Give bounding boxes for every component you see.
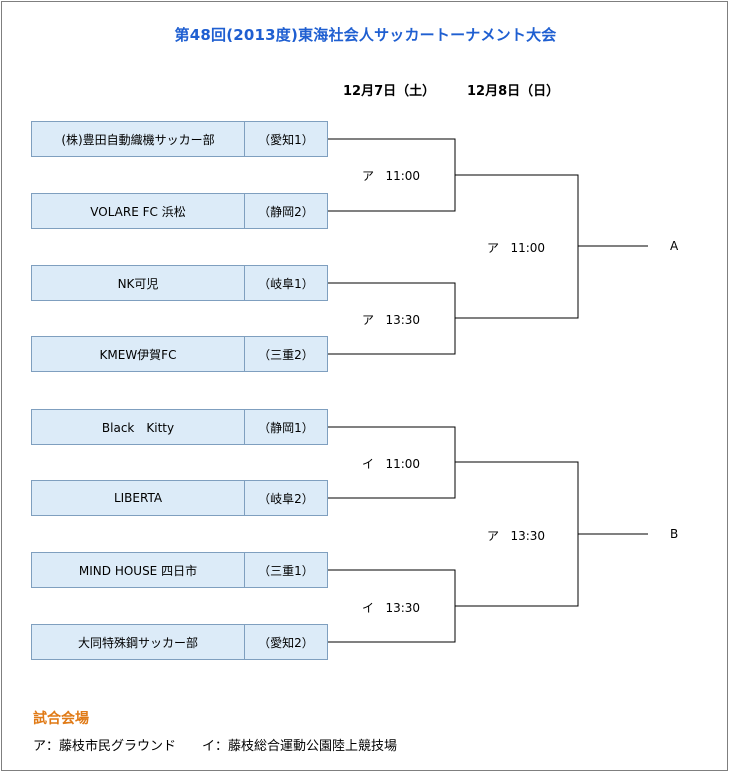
match-time: 13:30	[510, 529, 546, 543]
team-row: VOLARE FC 浜松 （静岡2）	[31, 193, 328, 229]
team-prefecture: （静岡2）	[258, 204, 314, 219]
match-venue: イ	[362, 457, 375, 471]
match-venue: ア	[362, 169, 375, 183]
match-time: 11:00	[385, 169, 421, 183]
team-name: LIBERTA	[32, 481, 245, 515]
team-prefecture: （三重2）	[258, 347, 314, 362]
match-label-r1-4: イ 13:30	[362, 599, 420, 616]
team-row: NK可児 （岐阜1）	[31, 265, 328, 301]
match-label-r1-2: ア 13:30	[362, 311, 420, 328]
match-label-r2-2: ア 13:30	[487, 527, 545, 544]
team-name: VOLARE FC 浜松	[32, 194, 245, 228]
match-time: 13:30	[385, 313, 421, 327]
venue-list: ア：藤枝市民グラウンド イ：藤枝総合運動公園陸上競技場	[33, 735, 397, 754]
team-row: KMEW伊賀FC （三重2）	[31, 336, 328, 372]
match-time: 11:00	[385, 457, 421, 471]
team-prefecture: （岐阜1）	[258, 276, 314, 291]
team-row: 大同特殊鋼サッカー部 （愛知2）	[31, 624, 328, 660]
match-label-r2-1: ア 11:00	[487, 239, 545, 256]
team-prefecture: （静岡1）	[258, 420, 314, 435]
team-prefecture: （岐阜2）	[258, 491, 314, 506]
team-row: MIND HOUSE 四日市 （三重1）	[31, 552, 328, 588]
match-label-r1-1: ア 11:00	[362, 167, 420, 184]
match-label-r1-3: イ 11:00	[362, 455, 420, 472]
bracket-result-a: A	[670, 239, 679, 253]
team-prefecture: （三重1）	[258, 563, 314, 578]
team-row: Black Kitty （静岡1）	[31, 409, 328, 445]
team-name: Black Kitty	[32, 410, 245, 444]
venue-i: イ：藤枝総合運動公園陸上競技場	[202, 739, 398, 754]
match-venue: ア	[487, 529, 500, 543]
date-round2: 12月8日（日）	[467, 84, 560, 99]
date-round1: 12月7日（土）	[343, 84, 436, 99]
team-row: LIBERTA （岐阜2）	[31, 480, 328, 516]
team-name: KMEW伊賀FC	[32, 337, 245, 371]
team-name: NK可児	[32, 266, 245, 300]
page-title: 第48回(2013度)東海社会人サッカートーナメント大会	[174, 26, 557, 44]
match-venue: イ	[362, 601, 375, 615]
team-prefecture: （愛知2）	[258, 635, 314, 650]
team-name: 大同特殊鋼サッカー部	[32, 625, 245, 659]
venue-a: ア：藤枝市民グラウンド	[33, 739, 177, 754]
team-name: MIND HOUSE 四日市	[32, 553, 245, 587]
team-name: (株)豊田自動織機サッカー部	[32, 122, 245, 156]
team-row: (株)豊田自動織機サッカー部 （愛知1）	[31, 121, 328, 157]
bracket-result-b: B	[670, 527, 679, 541]
match-time: 13:30	[385, 601, 421, 615]
match-venue: ア	[487, 241, 500, 255]
venue-heading: 試合会場	[33, 711, 89, 727]
match-time: 11:00	[510, 241, 546, 255]
team-prefecture: （愛知1）	[258, 132, 314, 147]
match-venue: ア	[362, 313, 375, 327]
